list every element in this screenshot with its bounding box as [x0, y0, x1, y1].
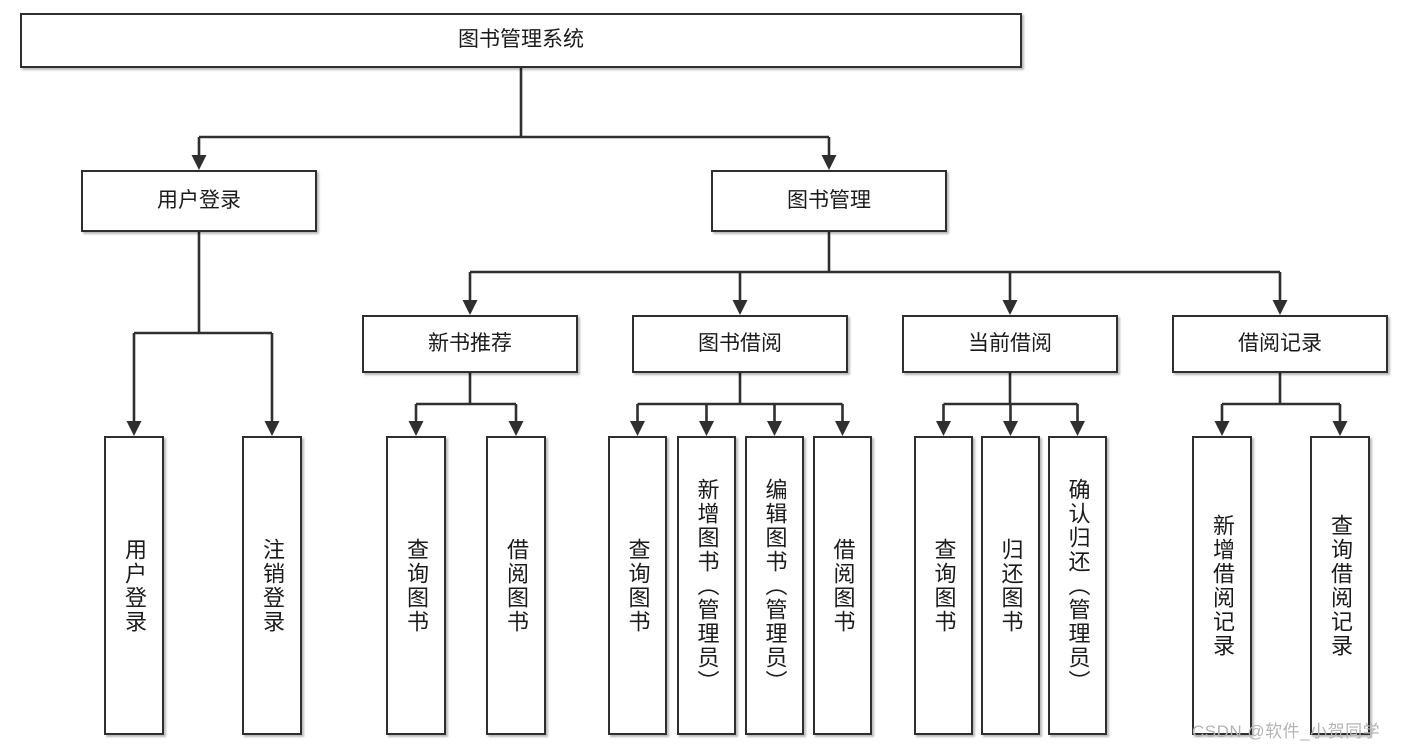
node-leaf-cur-confirm[interactable]: 确认归还（管理员）	[1048, 436, 1107, 735]
node-label: 图书管理系统	[458, 28, 584, 52]
node-leaf-borrow-do[interactable]: 借阅图书	[813, 436, 872, 735]
node-leaf-rec-query[interactable]: 查询借阅记录	[1310, 436, 1370, 735]
node-label: 用户登录	[157, 188, 241, 212]
node-label: 图书借阅	[698, 331, 782, 355]
node-label: 查询图书	[625, 537, 651, 634]
node-label: 注销登录	[260, 537, 285, 634]
node-leaf-rec-add[interactable]: 新增借阅记录	[1192, 436, 1252, 735]
node-label: 新增图书（管理员）	[694, 477, 720, 694]
node-label: 查询借阅记录	[1328, 513, 1353, 658]
node-leaf-borrow-add[interactable]: 新增图书（管理员）	[677, 436, 736, 735]
node-label: 编辑图书（管理员）	[762, 477, 788, 694]
node-leaf-user-logout[interactable]: 注销登录	[242, 436, 302, 735]
node-label: 借阅图书	[830, 537, 856, 634]
node-label: 借阅记录	[1238, 331, 1322, 355]
node-leaf-new-borrow[interactable]: 借阅图书	[486, 436, 546, 735]
node-label: 查询图书	[404, 537, 429, 634]
node-label: 图书管理	[787, 188, 871, 212]
node-root[interactable]: 图书管理系统	[20, 13, 1022, 68]
node-leaf-cur-return[interactable]: 归还图书	[981, 436, 1040, 735]
node-login[interactable]: 用户登录	[81, 170, 317, 232]
node-records[interactable]: 借阅记录	[1172, 315, 1388, 373]
node-label: 新增借阅记录	[1210, 513, 1235, 658]
node-label: 用户登录	[122, 537, 147, 634]
node-leaf-user-login[interactable]: 用户登录	[104, 436, 164, 735]
node-label: 确认归还（管理员）	[1065, 477, 1091, 694]
node-label: 当前借阅	[968, 331, 1052, 355]
node-borrow[interactable]: 图书借阅	[632, 315, 848, 373]
node-label: 归还图书	[998, 537, 1024, 634]
node-label: 新书推荐	[428, 331, 512, 355]
node-leaf-borrow-edit[interactable]: 编辑图书（管理员）	[745, 436, 804, 735]
node-current[interactable]: 当前借阅	[902, 315, 1118, 373]
node-leaf-cur-query[interactable]: 查询图书	[914, 436, 973, 735]
node-leaf-borrow-query[interactable]: 查询图书	[608, 436, 667, 735]
node-bookmgmt[interactable]: 图书管理	[711, 170, 947, 232]
node-leaf-new-query[interactable]: 查询图书	[386, 436, 446, 735]
node-label: 借阅图书	[504, 537, 529, 634]
node-newbook[interactable]: 新书推荐	[362, 315, 578, 373]
node-label: 查询图书	[931, 537, 957, 634]
csdn-watermark: CSDN @软件_小贺同学	[1192, 722, 1381, 741]
